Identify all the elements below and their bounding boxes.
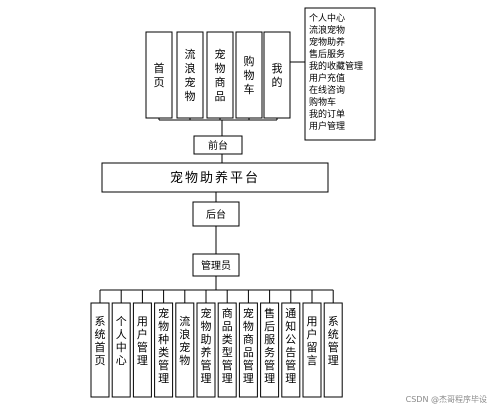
backend-node: 后台 (192, 201, 240, 227)
my-menu-item: 在线咨询 (309, 84, 345, 96)
my-menu-items: 个人中心流浪宠物宠物助养售后服务我的收藏管理用户充值在线咨询购物车我的订单用户管… (309, 12, 363, 132)
module-box (90, 302, 110, 398)
admin-module-6: 宠物助养管理 (196, 302, 216, 398)
nav-box (206, 31, 234, 119)
frontend-node: 前台 (193, 135, 243, 155)
module-box (238, 302, 258, 398)
admin-module-10: 通知公告管理 (281, 302, 301, 398)
my-menu-item: 个人中心 (309, 12, 345, 24)
watermark: CSDN @杰哥程序毕设 (406, 394, 487, 404)
platform-title: 宠物助养平台 (170, 170, 260, 186)
admin-box (192, 253, 240, 277)
backend-box (192, 201, 240, 227)
platform-box (101, 162, 329, 193)
module-label: 通知公告管理 (285, 307, 296, 385)
my-menu-item: 售后服务 (309, 48, 345, 60)
nav-item-5: 我的 (263, 31, 291, 119)
admin-module-4: 宠物种类管理 (154, 302, 174, 398)
module-label: 用户管理 (137, 315, 148, 367)
module-label: 商品类型管理 (222, 306, 233, 385)
module-label: 售后服务管理 (264, 306, 275, 385)
frontend-nav-group: 首页 流浪宠物 宠物商品 购物车 我的 (145, 31, 291, 119)
my-menu-item: 用户充值 (309, 72, 345, 84)
my-menu-item: 我的收藏管理 (309, 60, 363, 72)
nav-item-2: 流浪宠物 (176, 31, 204, 119)
module-box (154, 302, 174, 398)
admin-module-9: 售后服务管理 (260, 302, 280, 398)
platform-node: 宠物助养平台 (101, 162, 329, 193)
admin-modules-group: 系统首页个人中心用户管理宠物种类管理流浪宠物宠物助养管理商品类型管理宠物商品管理… (90, 302, 343, 398)
connectors (99, 61, 334, 303)
admin-module-8: 宠物商品管理 (238, 302, 258, 398)
my-menu-item: 宠物助养 (309, 36, 345, 48)
admin-module-3: 用户管理 (132, 302, 152, 398)
my-menu-item: 流浪宠物 (309, 24, 345, 36)
frontend-box (193, 135, 243, 155)
admin-module-5: 流浪宠物 (175, 302, 195, 398)
admin-module-2: 个人中心 (111, 302, 131, 398)
nav-box (263, 31, 291, 119)
module-label: 宠物商品管理 (243, 306, 254, 385)
module-box (281, 302, 301, 398)
module-box (217, 302, 237, 398)
nav-box (145, 31, 173, 119)
my-menu-list: 个人中心流浪宠物宠物助养售后服务我的收藏管理用户充值在线咨询购物车我的订单用户管… (304, 7, 376, 141)
nav-label: 我的 (272, 62, 283, 89)
module-label: 用户留言 (307, 315, 318, 367)
admin-module-connectors (99, 289, 334, 303)
module-label: 流浪宠物 (179, 314, 190, 367)
my-menu-item: 购物车 (309, 96, 336, 108)
module-box (111, 302, 131, 398)
module-box (323, 302, 343, 398)
admin-module-1: 系统首页 (90, 302, 110, 398)
module-box (302, 302, 322, 398)
module-label: 宠物种类管理 (158, 306, 169, 385)
nav-box (235, 31, 263, 119)
module-box (175, 302, 195, 398)
nav-item-3: 宠物商品 (206, 31, 234, 119)
admin-module-11: 用户留言 (302, 302, 322, 398)
module-label: 宠物助养管理 (201, 306, 212, 385)
backend-label: 后台 (206, 208, 226, 221)
admin-module-12: 系统管理 (323, 302, 343, 398)
nav-label: 购物车 (244, 54, 255, 96)
nav-label: 宠物商品 (215, 47, 226, 103)
nav-box (176, 31, 204, 119)
my-menu-box (304, 7, 376, 141)
my-menu-item: 我的订单 (309, 108, 345, 120)
my-menu-item: 用户管理 (309, 120, 345, 132)
module-box (260, 302, 280, 398)
nav-item-4: 购物车 (235, 31, 263, 119)
nav-item-1: 首页 (145, 31, 173, 119)
module-box (196, 302, 216, 398)
module-box (132, 302, 152, 398)
module-label: 个人中心 (116, 315, 127, 367)
frontend-label: 前台 (208, 139, 228, 152)
nav-label: 流浪宠物 (185, 47, 196, 103)
nav-label: 首页 (154, 61, 165, 89)
module-label: 系统管理 (328, 315, 339, 367)
admin-module-7: 商品类型管理 (217, 302, 237, 398)
admin-node: 管理员 (192, 253, 240, 277)
admin-label: 管理员 (201, 259, 231, 272)
module-label: 系统首页 (95, 315, 106, 367)
